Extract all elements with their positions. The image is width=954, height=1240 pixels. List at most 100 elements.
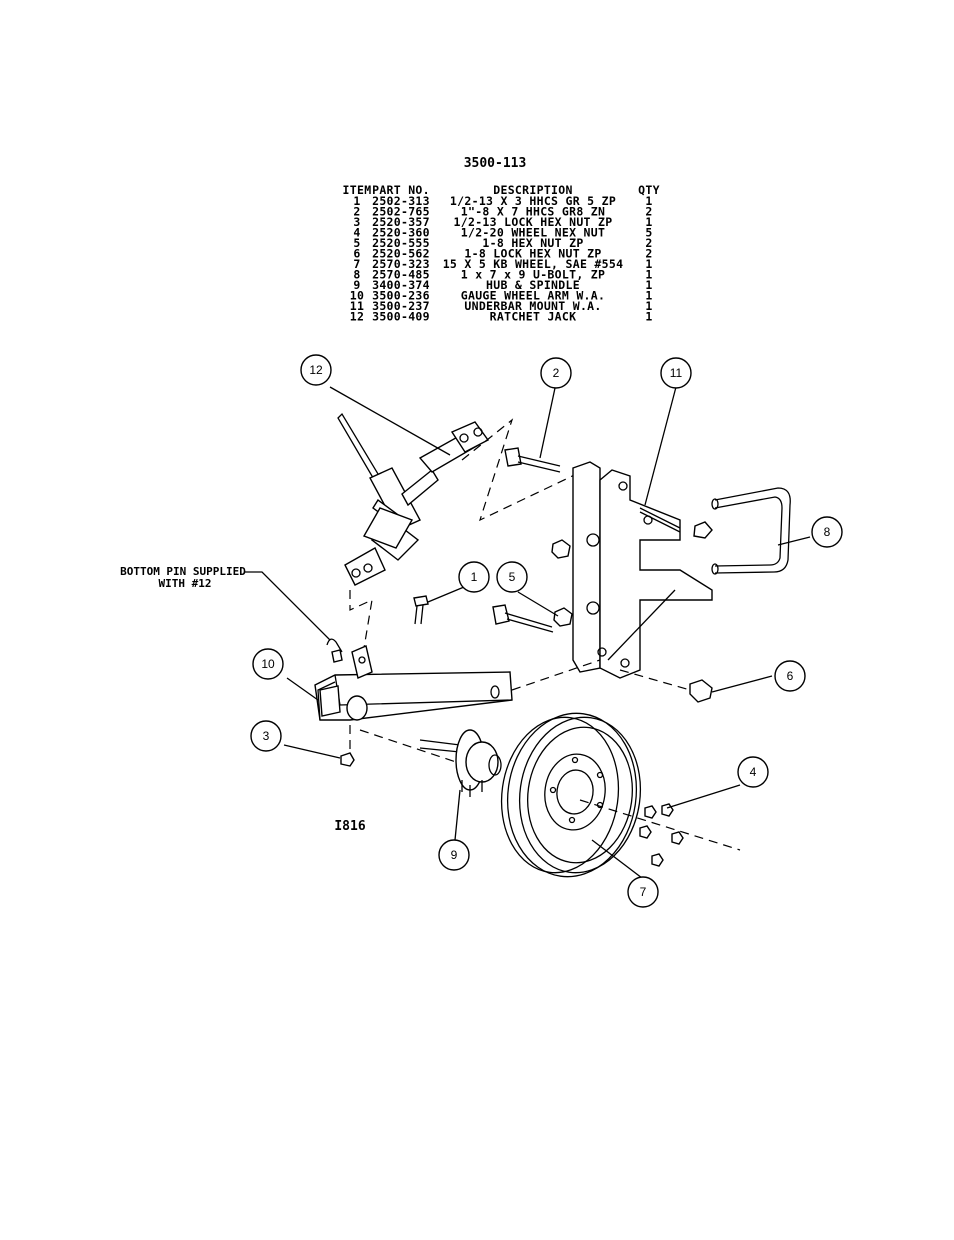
row-part-no: 3500-237 xyxy=(372,299,430,313)
small-bolt-drawing xyxy=(413,595,429,625)
callout-number: 5 xyxy=(509,570,516,584)
row-part-no: 3500-236 xyxy=(372,289,430,303)
hex-nuts-drawing xyxy=(551,539,713,703)
row-part-no: 3500-409 xyxy=(372,310,430,324)
row-description: 15 X 5 KB WHEEL, SAE #554 xyxy=(443,257,624,271)
callout-number: 2 xyxy=(553,366,560,380)
row-part-no: 2570-323 xyxy=(372,257,430,271)
callout-balloon xyxy=(250,720,282,752)
callout-number: 12 xyxy=(309,363,323,377)
header-description: DESCRIPTION xyxy=(493,183,572,197)
row-part-no: 2570-485 xyxy=(372,268,430,282)
callout-number: 1 xyxy=(471,570,478,584)
row-description: UNDERBAR MOUNT W.A. xyxy=(464,299,601,313)
row-item: 7 xyxy=(353,257,360,271)
parts-table-row: 7 2570-323 15 X 5 KB WHEEL, SAE #554 1 xyxy=(353,257,652,271)
row-qty: 1 xyxy=(645,268,652,282)
row-part-no: 2502-765 xyxy=(372,205,430,219)
row-qty: 2 xyxy=(645,236,652,250)
callout-number: 7 xyxy=(640,885,647,899)
row-item: 3 xyxy=(353,215,360,229)
callout-number: 8 xyxy=(824,525,831,539)
row-qty: 1 xyxy=(645,215,652,229)
row-qty: 1 xyxy=(645,257,652,271)
row-description: 1 x 7 x 9 U-BOLT, ZP xyxy=(461,268,605,282)
leader-lines xyxy=(244,386,811,879)
row-part-no: 3400-374 xyxy=(372,278,430,292)
header-item: ITEM xyxy=(343,183,372,197)
row-qty: 5 xyxy=(645,226,652,240)
row-description: RATCHET JACK xyxy=(490,310,577,324)
row-item: 5 xyxy=(353,236,360,250)
row-part-no: 2520-562 xyxy=(372,247,430,261)
ratchet-jack-drawing xyxy=(337,412,490,586)
row-part-no: 2520-357 xyxy=(372,215,430,229)
callout-balloon xyxy=(737,756,769,788)
note-line-2: WITH #12 xyxy=(159,577,212,590)
row-description: 1/2-20 WHEEL NEX NUT xyxy=(461,226,605,240)
callout-number: 9 xyxy=(451,848,458,862)
long-bolt-drawing xyxy=(492,447,561,633)
row-qty: 1 xyxy=(645,310,652,324)
row-description: 1/2-13 LOCK HEX NUT ZP xyxy=(454,215,613,229)
parts-table-row: 6 2520-562 1-8 LOCK HEX NUT ZP 2 xyxy=(353,247,652,261)
callout-balloons: 12 2 11 8 1 5 10 6 3 4 9 7 xyxy=(250,354,843,908)
callout-balloon xyxy=(774,660,806,692)
callout-number: 11 xyxy=(670,366,683,380)
row-description: GAUGE WHEEL ARM W.A. xyxy=(461,289,605,303)
row-item: 6 xyxy=(353,247,360,261)
row-item: 4 xyxy=(353,226,360,240)
parts-table-row: 12 3500-409 RATCHET JACK 1 xyxy=(350,310,653,324)
callout-number: 10 xyxy=(261,657,275,671)
callout-balloon xyxy=(811,516,843,548)
parts-table-row: 5 2520-555 1-8 HEX NUT ZP 2 xyxy=(353,236,652,250)
underbar-mount-drawing xyxy=(572,461,713,679)
callout-number: 3 xyxy=(263,729,270,743)
lock-nut-drawing xyxy=(340,752,355,767)
row-part-no: 2520-555 xyxy=(372,236,430,250)
wheel-nuts-drawing xyxy=(639,803,684,867)
callout-balloon xyxy=(252,648,284,680)
row-item: 1 xyxy=(353,194,360,208)
header-part-no: PART NO. xyxy=(372,183,430,197)
row-description: 1/2-13 X 3 HHCS GR 5 ZP xyxy=(450,194,616,208)
u-bolt-drawing xyxy=(693,487,791,575)
callout-balloon xyxy=(300,354,332,386)
assembly-number: 3500-113 xyxy=(464,156,527,171)
callout-balloon xyxy=(458,561,490,593)
parts-table-row: 8 2570-485 1 x 7 x 9 U-BOLT, ZP 1 xyxy=(353,268,652,282)
row-part-no: 2502-313 xyxy=(372,194,430,208)
callout-balloon xyxy=(660,357,692,389)
row-qty: 2 xyxy=(645,247,652,261)
parts-table-header: ITEM PART NO. DESCRIPTION QTY xyxy=(343,183,660,197)
callout-balloon xyxy=(627,876,659,908)
callout-number: 6 xyxy=(787,669,794,683)
header-qty: QTY xyxy=(638,183,660,197)
row-description: 1-8 HEX NUT ZP xyxy=(482,236,583,250)
callout-balloon xyxy=(540,357,572,389)
row-item: 12 xyxy=(350,310,364,324)
hub-spindle-drawing xyxy=(419,729,502,797)
parts-table-row: 4 2520-360 1/2-20 WHEEL NEX NUT 5 xyxy=(353,226,652,240)
row-description: 1-8 LOCK HEX NUT ZP xyxy=(464,247,601,261)
row-description: 1"-8 X 7 HHCS GR8 ZN xyxy=(461,205,605,219)
row-item: 8 xyxy=(353,268,360,282)
row-qty: 1 xyxy=(645,289,652,303)
row-part-no: 2520-360 xyxy=(372,226,430,240)
row-qty: 1 xyxy=(645,299,652,313)
row-item: 2 xyxy=(353,205,360,219)
parts-table-row: 3 2520-357 1/2-13 LOCK HEX NUT ZP 1 xyxy=(353,215,652,229)
callout-number: 4 xyxy=(750,765,757,779)
row-item: 11 xyxy=(350,299,364,313)
row-item: 9 xyxy=(353,278,360,292)
row-qty: 1 xyxy=(645,278,652,292)
parts-table-row: 2 2502-765 1"-8 X 7 HHCS GR8 ZN 2 xyxy=(353,205,652,219)
row-qty: 2 xyxy=(645,205,652,219)
note-line-1: BOTTOM PIN SUPPLIED xyxy=(120,565,246,578)
drawing-id: I816 xyxy=(334,819,365,834)
